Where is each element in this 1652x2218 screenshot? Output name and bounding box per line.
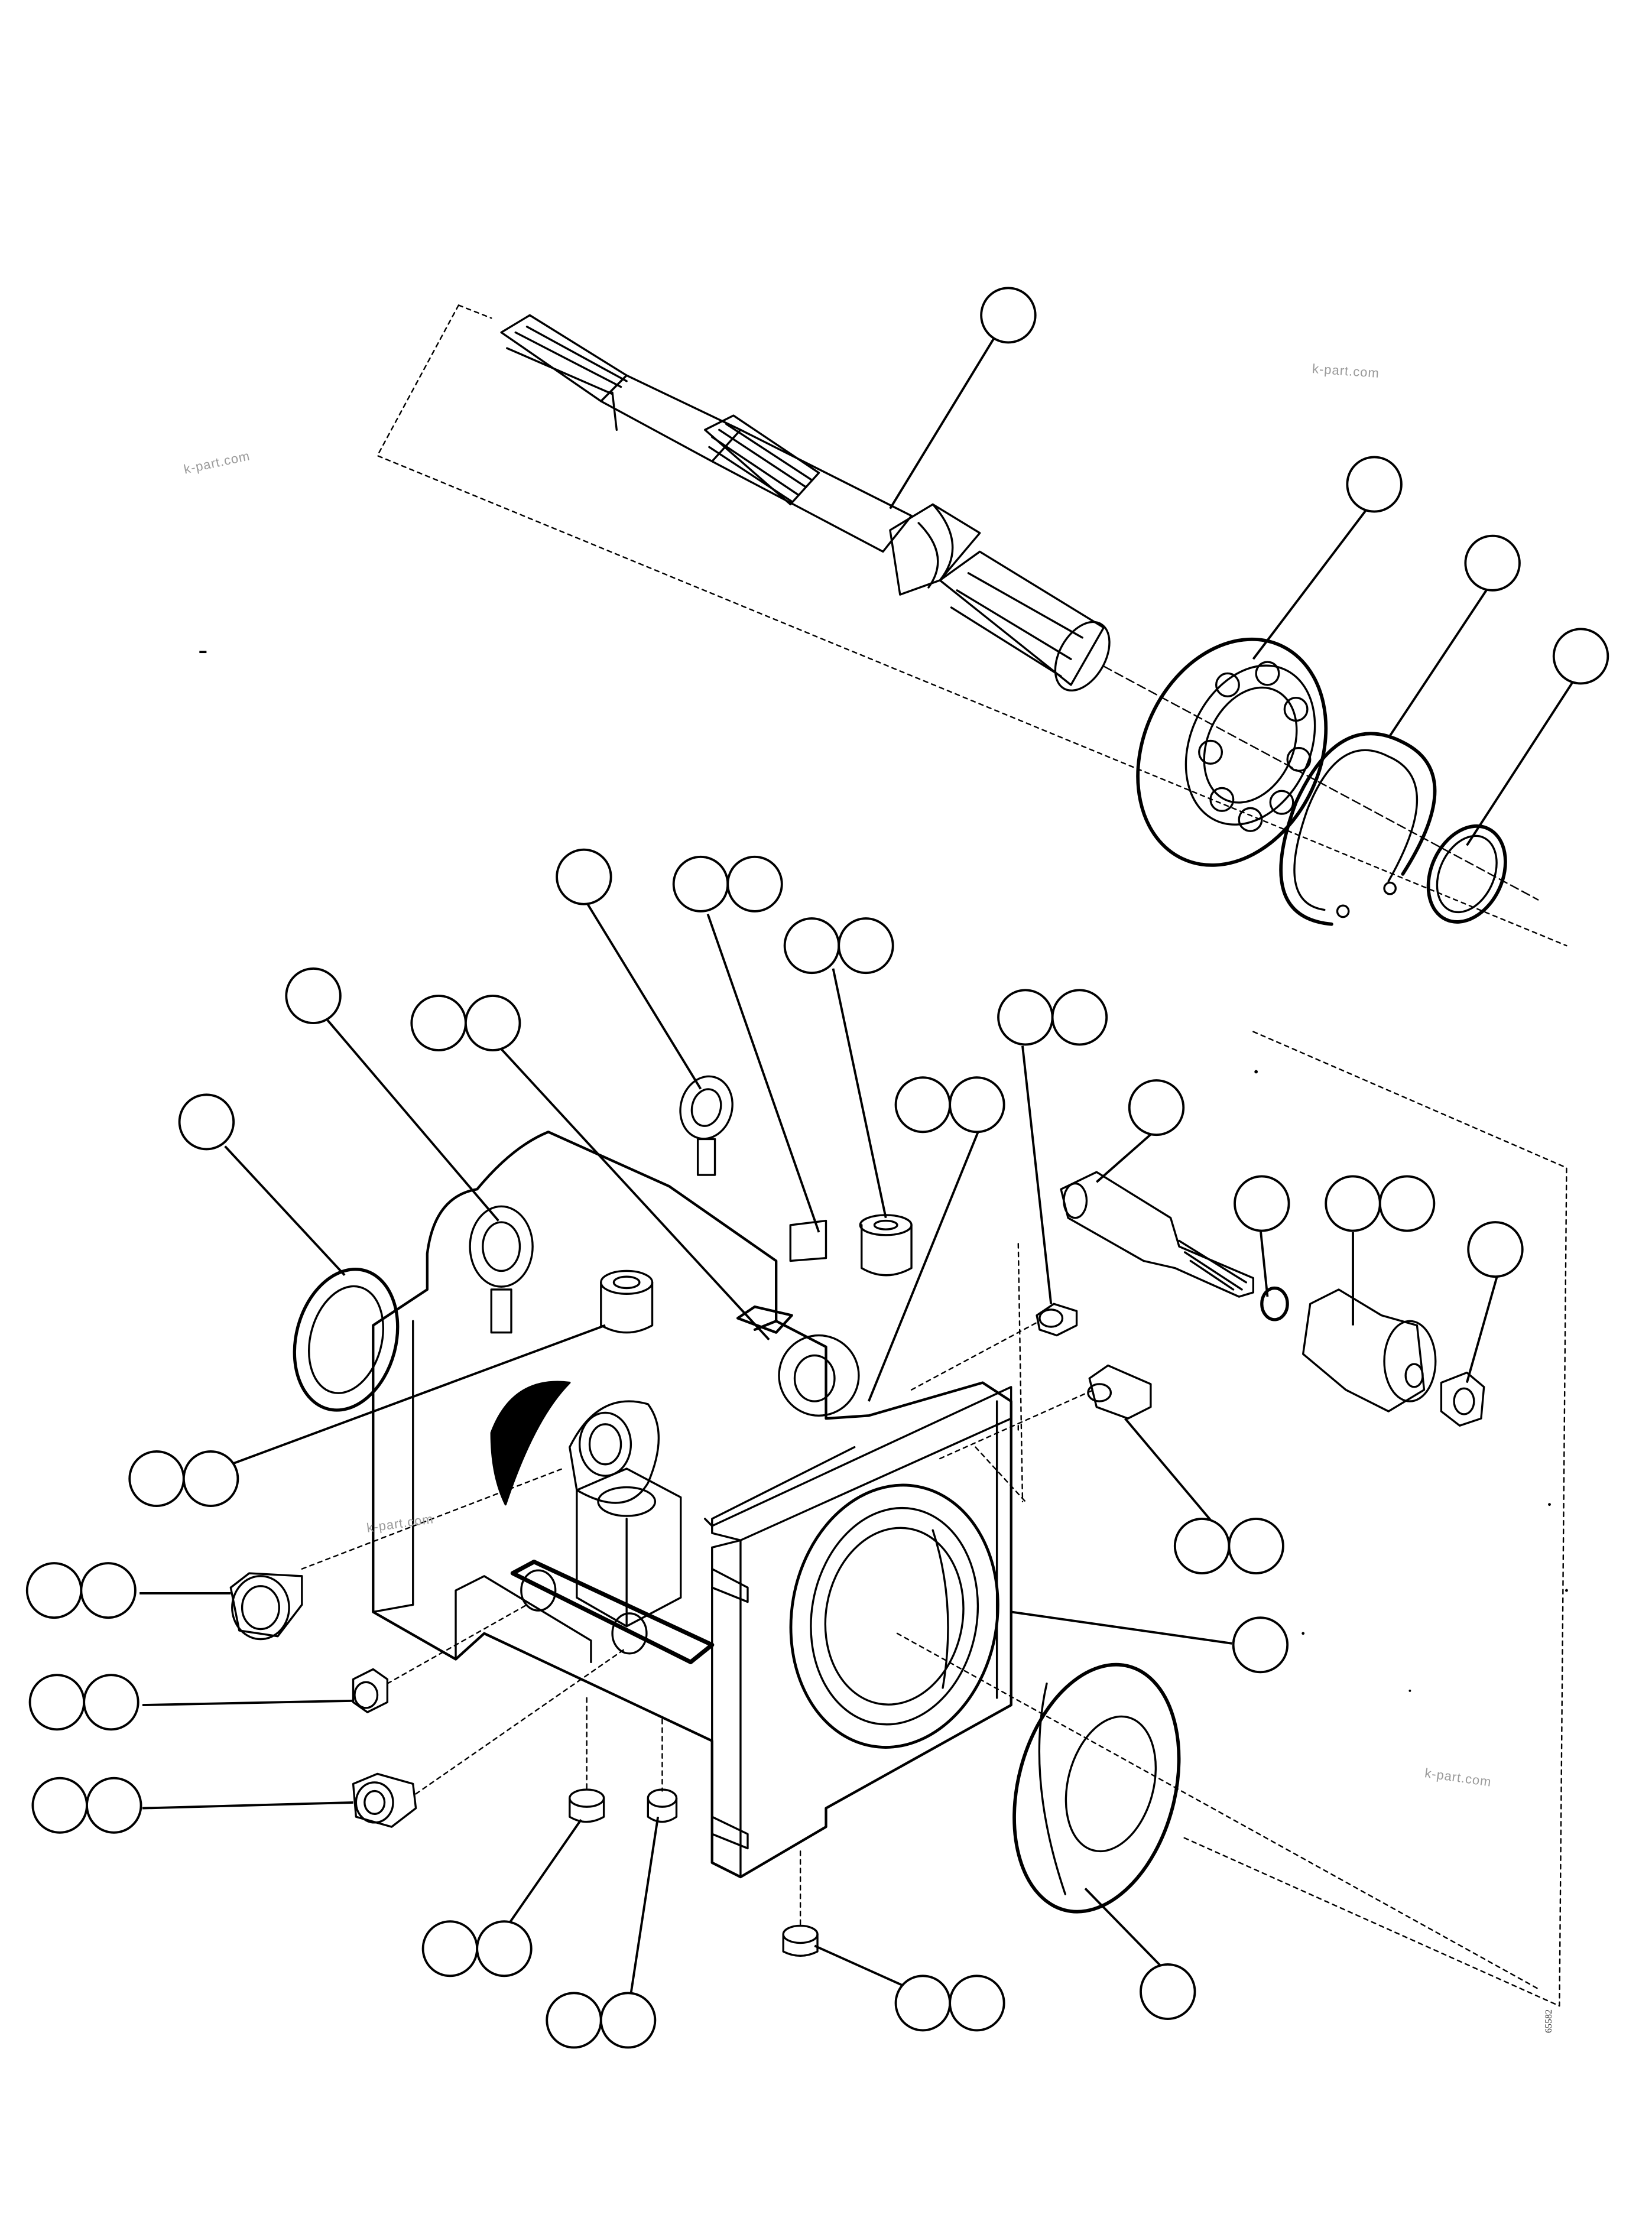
callout-pair-left-plug-small[interactable]	[28, 1674, 139, 1731]
housing-port-block	[576, 1467, 682, 1628]
housing-flange-bore	[789, 1483, 999, 1749]
shaft-collar	[889, 503, 981, 596]
housing-side-plate	[510, 1559, 715, 1664]
callout-valve-nut[interactable]	[1467, 1221, 1524, 1278]
internal-circlip	[1279, 732, 1437, 926]
bearing-balls	[1198, 661, 1312, 832]
callout-pair-square-plate[interactable]	[672, 855, 783, 912]
bottom-plug-a	[569, 1788, 605, 1823]
callout-leader-lines	[139, 337, 1575, 2003]
shaft-body	[600, 374, 913, 553]
callout-shaft[interactable]	[980, 287, 1037, 344]
left-plug-small	[352, 1668, 389, 1713]
callout-pair-small-key[interactable]	[410, 995, 521, 1052]
housing-detail-lines	[372, 1320, 1012, 1878]
callout-pair-top-bushing[interactable]	[783, 917, 894, 975]
shaft-group	[377, 304, 1567, 947]
callout-valve-pin[interactable]	[1128, 1079, 1185, 1136]
shaft-spline-left	[500, 314, 628, 402]
thrust-washer	[1012, 1662, 1181, 1914]
housing-top-boss	[569, 1400, 660, 1504]
bottom-plug-c	[782, 1924, 819, 1957]
shaft-dashed-bracket	[377, 304, 1567, 947]
callout-thrust-washer[interactable]	[1140, 1963, 1196, 2020]
shaft-spline-right	[939, 550, 1111, 692]
callout-pair-right-boss[interactable]	[894, 1076, 1005, 1134]
stray-dots	[1254, 1070, 1568, 1692]
callout-pair-fitting-b[interactable]	[1173, 1517, 1284, 1574]
square-plate	[789, 1219, 827, 1262]
small-key	[736, 1305, 793, 1334]
valve-nut	[1440, 1371, 1485, 1427]
housing-left-seal	[293, 1268, 400, 1412]
bottom-plug-b	[647, 1788, 678, 1823]
callout-pair-left-plug-large[interactable]	[25, 1562, 137, 1619]
housing-dashed-bracket	[1181, 1031, 1567, 2007]
callout-circlip[interactable]	[1464, 534, 1521, 592]
callout-housing-eye[interactable]	[285, 967, 342, 1024]
right-small-fitting-b	[1087, 1364, 1152, 1420]
callout-pair-left-bushing[interactable]	[128, 1450, 239, 1508]
callout-pair-bottom-plug-a[interactable]	[421, 1920, 533, 1977]
top-eyebolt	[679, 1075, 733, 1176]
alignment-dashed-lines	[301, 1320, 1539, 1990]
housing-inner-crescent	[490, 1381, 571, 1506]
callout-pair-bottom-plug-c[interactable]	[894, 1975, 1005, 2032]
callout-small-ring[interactable]	[1552, 628, 1609, 685]
callout-pair-valve-plug[interactable]	[1325, 1175, 1436, 1232]
callout-pair-left-plug-medium[interactable]	[31, 1777, 142, 1834]
housing-flange	[704, 1386, 1012, 1850]
housing-lifting-eye	[469, 1205, 534, 1334]
callout-pair-fitting-a[interactable]	[997, 989, 1108, 1046]
valve-ring	[1260, 1286, 1289, 1321]
callout-top-eyebolt[interactable]	[556, 848, 612, 905]
callout-bearing[interactable]	[1346, 456, 1403, 513]
housing-group	[293, 1031, 1567, 2007]
callout-pair-bottom-plug-b[interactable]	[546, 1992, 657, 2049]
callout-valve-ring[interactable]	[1234, 1175, 1290, 1232]
left-bushing	[600, 1269, 654, 1334]
valve-pin	[1060, 1171, 1255, 1298]
small-retaining-ring	[1426, 824, 1507, 924]
valve-plug	[1302, 1288, 1437, 1412]
housing-body	[372, 1131, 1012, 1879]
bearing	[1136, 637, 1328, 867]
housing-right-boss	[778, 1334, 860, 1417]
left-plug-medium	[352, 1772, 417, 1828]
callout-flange-bore[interactable]	[1232, 1616, 1289, 1674]
shaft-spline-middle	[704, 414, 820, 506]
drawing-code: 65582	[1544, 2009, 1554, 2033]
left-plug-large	[229, 1572, 303, 1641]
right-small-fitting-a	[1036, 1303, 1078, 1337]
top-bushing	[859, 1214, 913, 1277]
valve-dashed-bracket	[1017, 1243, 1024, 1503]
callout-housing-seal[interactable]	[178, 1093, 235, 1151]
